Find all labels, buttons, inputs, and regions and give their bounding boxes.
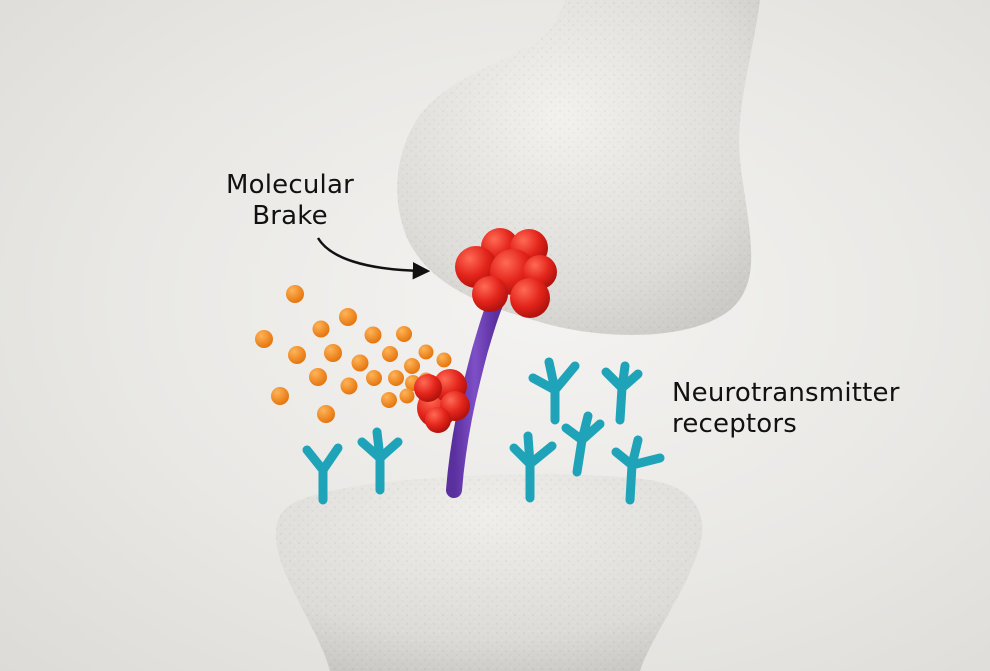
receptor [528, 357, 580, 425]
molecular-brake [455, 228, 557, 318]
neurotransmitter-molecule [382, 346, 398, 362]
brake-bound-cluster [414, 369, 470, 433]
receptors-label-line1: Neurotransmitter [672, 378, 900, 408]
neurotransmitter-molecule [436, 352, 452, 368]
neurotransmitter-molecule [271, 387, 289, 405]
neurotransmitter-molecule [324, 344, 342, 362]
neurotransmitter-molecule [339, 308, 357, 326]
receptor [601, 361, 643, 425]
neurotransmitter-molecule [312, 320, 330, 338]
receptor [561, 411, 605, 477]
neurotransmitter-molecule [381, 392, 397, 408]
neurotransmitter-molecule [396, 326, 412, 342]
neurotransmitter-molecule [317, 405, 335, 423]
neurotransmitter-molecule [388, 370, 404, 386]
receptors-label-line2: receptors [672, 409, 798, 439]
neurotransmitter-molecule [288, 346, 306, 364]
postsynaptic-terminal [275, 474, 703, 671]
neurotransmitter-molecule [286, 285, 304, 303]
receptor [611, 435, 665, 505]
neurotransmitter-molecule [255, 330, 273, 348]
neurotransmitter-receptors-label: Neurotransmitter receptors [672, 378, 900, 440]
neurotransmitter-molecule [309, 368, 327, 386]
molecular-brake-label-line2: Brake [252, 201, 328, 231]
receptor [509, 431, 557, 503]
molecular-brake-label-line1: Molecular [226, 170, 354, 200]
purple-stalk [446, 294, 504, 498]
presynaptic-terminal [397, 0, 760, 335]
neurotransmitter-receptors [302, 357, 665, 505]
neurotransmitter-molecule [418, 344, 434, 360]
neurotransmitter-molecules [255, 285, 452, 423]
neurotransmitter-molecule [351, 354, 369, 372]
neurotransmitter-molecule [364, 326, 382, 344]
molecular-brake-label: Molecular Brake [220, 170, 360, 232]
brake-pointer-arrow [316, 237, 431, 280]
neurotransmitter-molecule [340, 377, 358, 395]
neurotransmitter-molecule [366, 370, 382, 386]
neurotransmitter-molecule [399, 388, 415, 404]
receptor [302, 443, 343, 505]
receptor [357, 427, 403, 495]
neurotransmitter-molecule [404, 358, 420, 374]
